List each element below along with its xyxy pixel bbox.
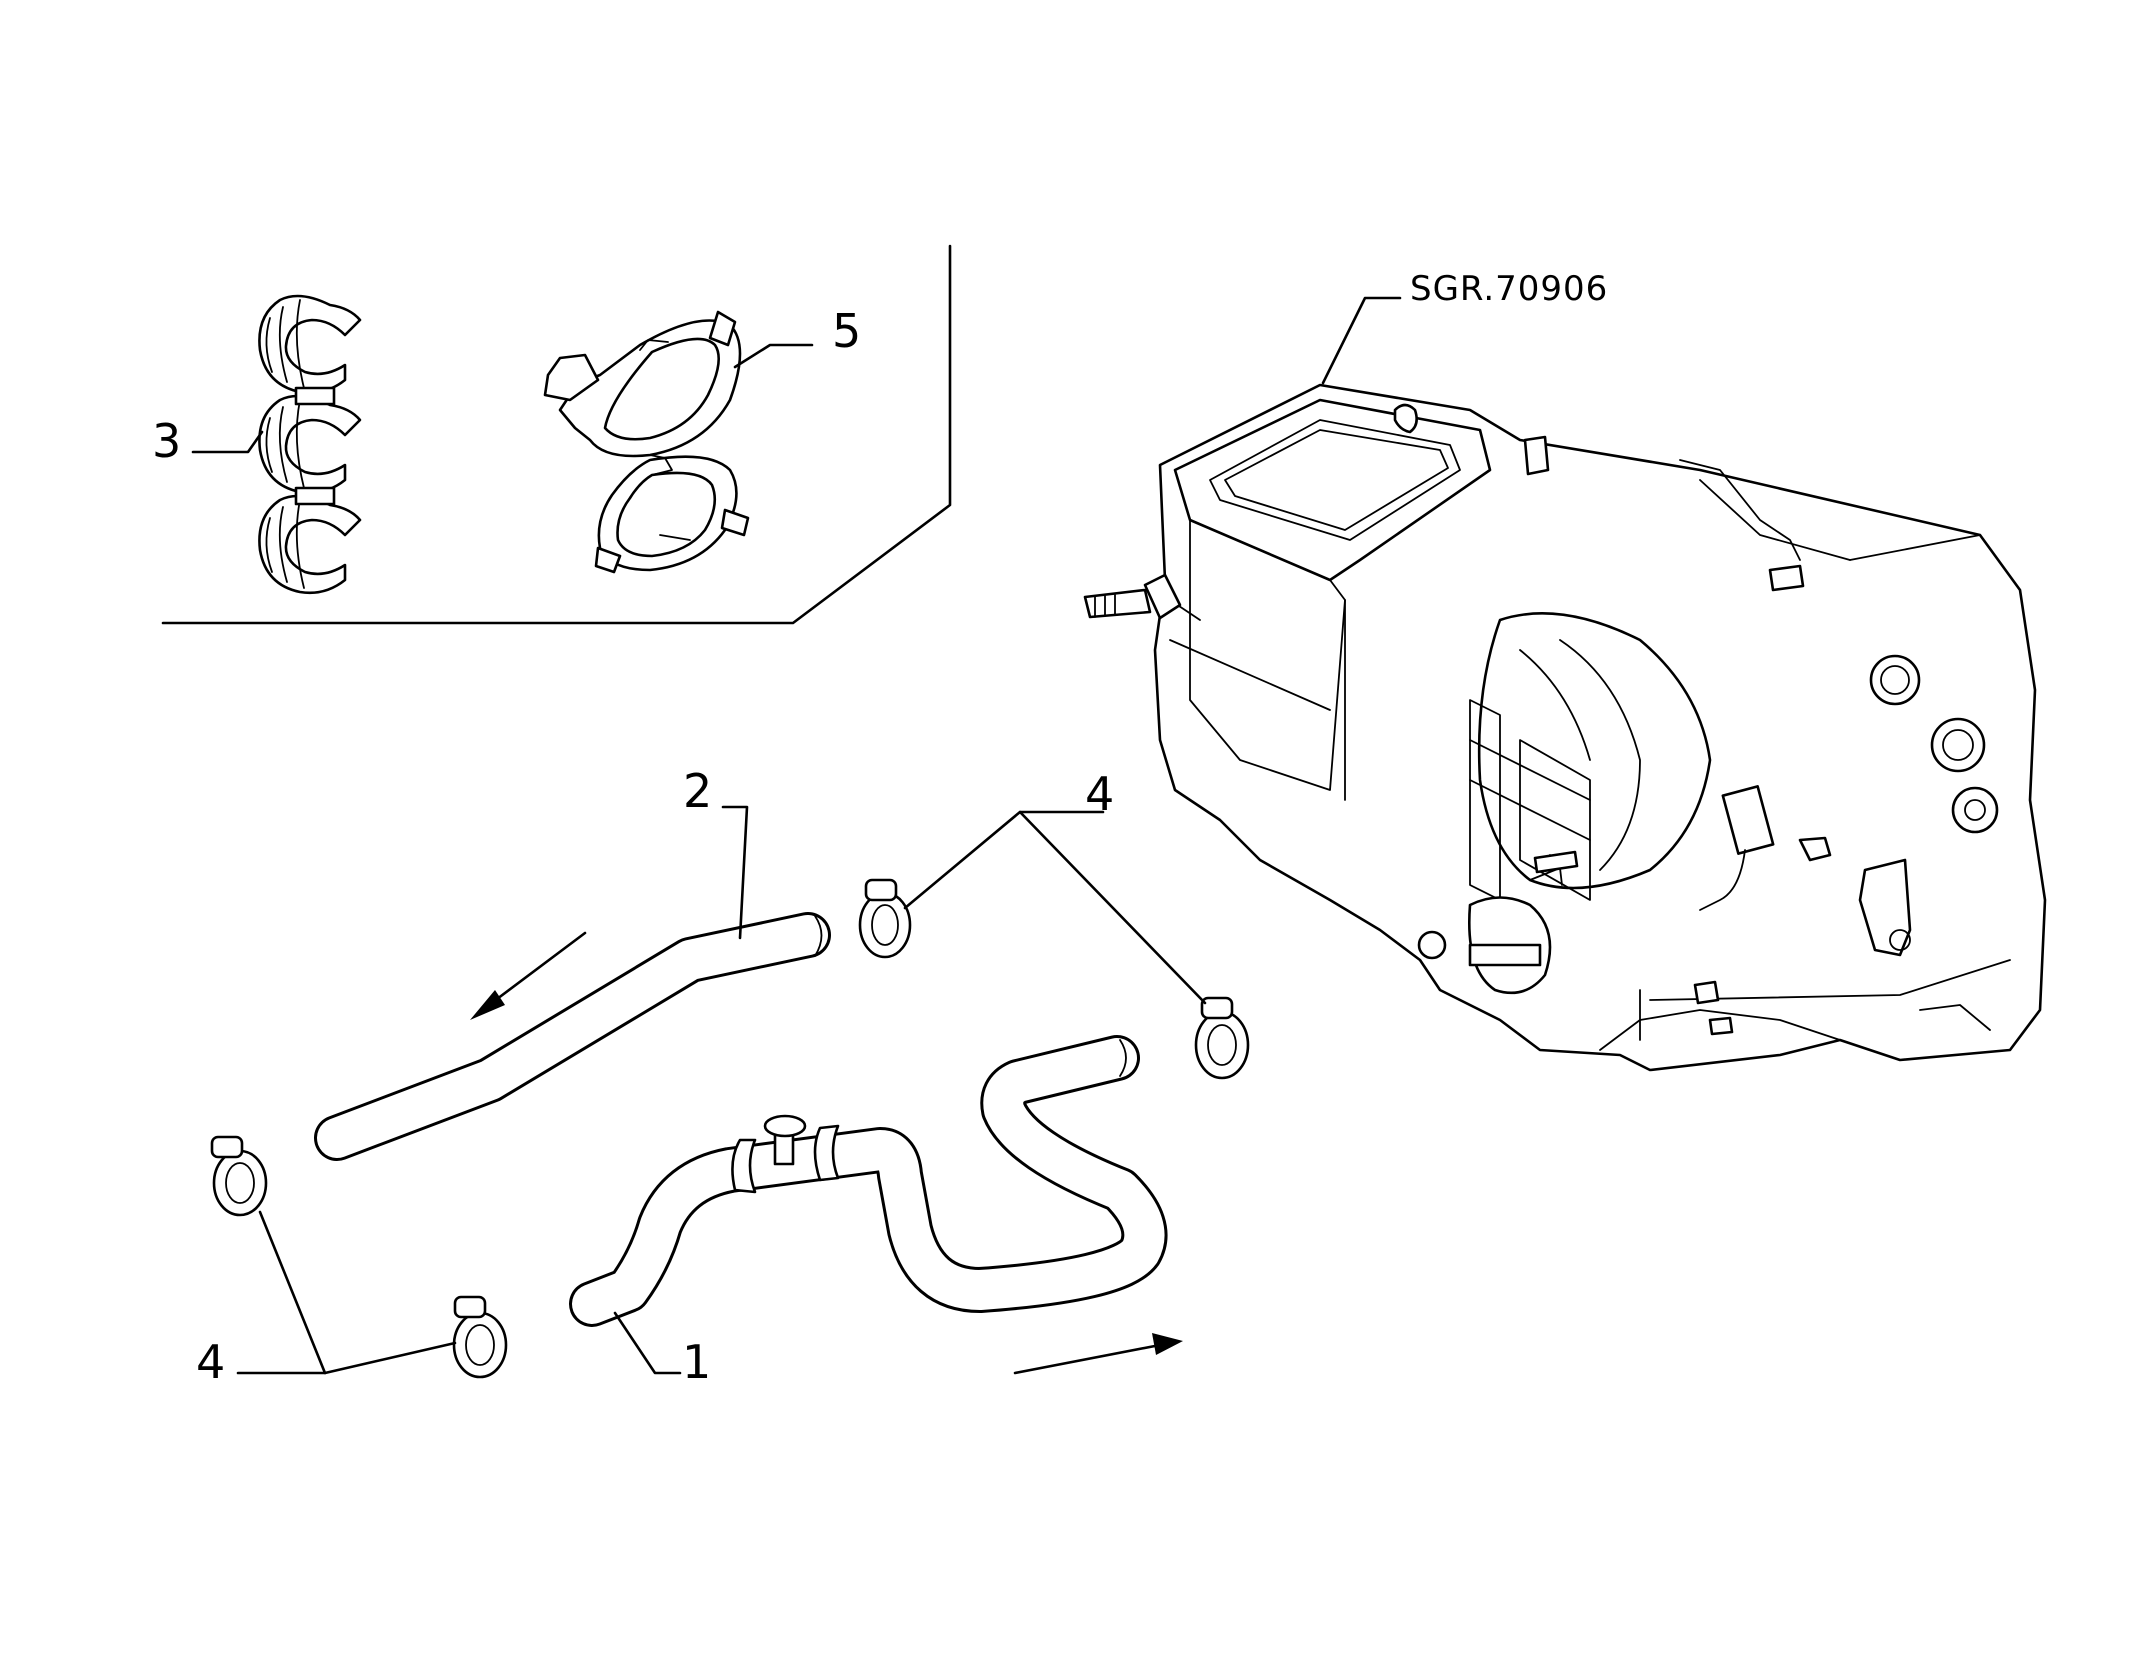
leader-part-4-lower-b xyxy=(323,1341,457,1375)
drawing-code: SGR.70906 xyxy=(1410,269,1608,309)
leader-part-4-lower xyxy=(236,1210,327,1375)
hose-part-1 xyxy=(569,1035,1168,1327)
hose-part-2 xyxy=(314,912,831,1161)
flow-arrow-right xyxy=(1013,1333,1183,1375)
leader-part-4-upper xyxy=(903,810,1105,910)
leader-part-3 xyxy=(191,430,264,454)
callout-part-3: 3 xyxy=(152,414,181,468)
leader-part-1 xyxy=(613,1311,682,1375)
leader-part-5 xyxy=(733,343,814,369)
hose-clamp-lower-1 xyxy=(210,1135,268,1217)
hose-clamp-upper-1 xyxy=(858,878,912,959)
callout-part-1: 1 xyxy=(682,1335,711,1389)
clip-ring-top xyxy=(258,294,362,395)
flow-arrow-left xyxy=(470,931,587,1020)
clip-ring-middle xyxy=(258,394,362,495)
triple-hose-clip xyxy=(258,294,362,595)
leader-part-4-upper-b xyxy=(1018,810,1207,1005)
inset-frame xyxy=(161,244,952,625)
callout-part-5: 5 xyxy=(832,304,861,358)
callout-part-4-lower: 4 xyxy=(196,1335,225,1389)
heater-assembly xyxy=(1083,383,2047,1072)
callout-part-4-upper: 4 xyxy=(1085,767,1114,821)
hose-clamp-upper-2 xyxy=(1194,996,1250,1080)
drawing-code-leader xyxy=(1321,296,1402,385)
double-saddle-clip xyxy=(543,310,750,574)
clip-ring-bottom xyxy=(258,494,362,595)
hose-clamp-lower-2 xyxy=(452,1295,508,1379)
callout-part-2: 2 xyxy=(683,764,712,818)
leader-part-2 xyxy=(721,805,749,940)
